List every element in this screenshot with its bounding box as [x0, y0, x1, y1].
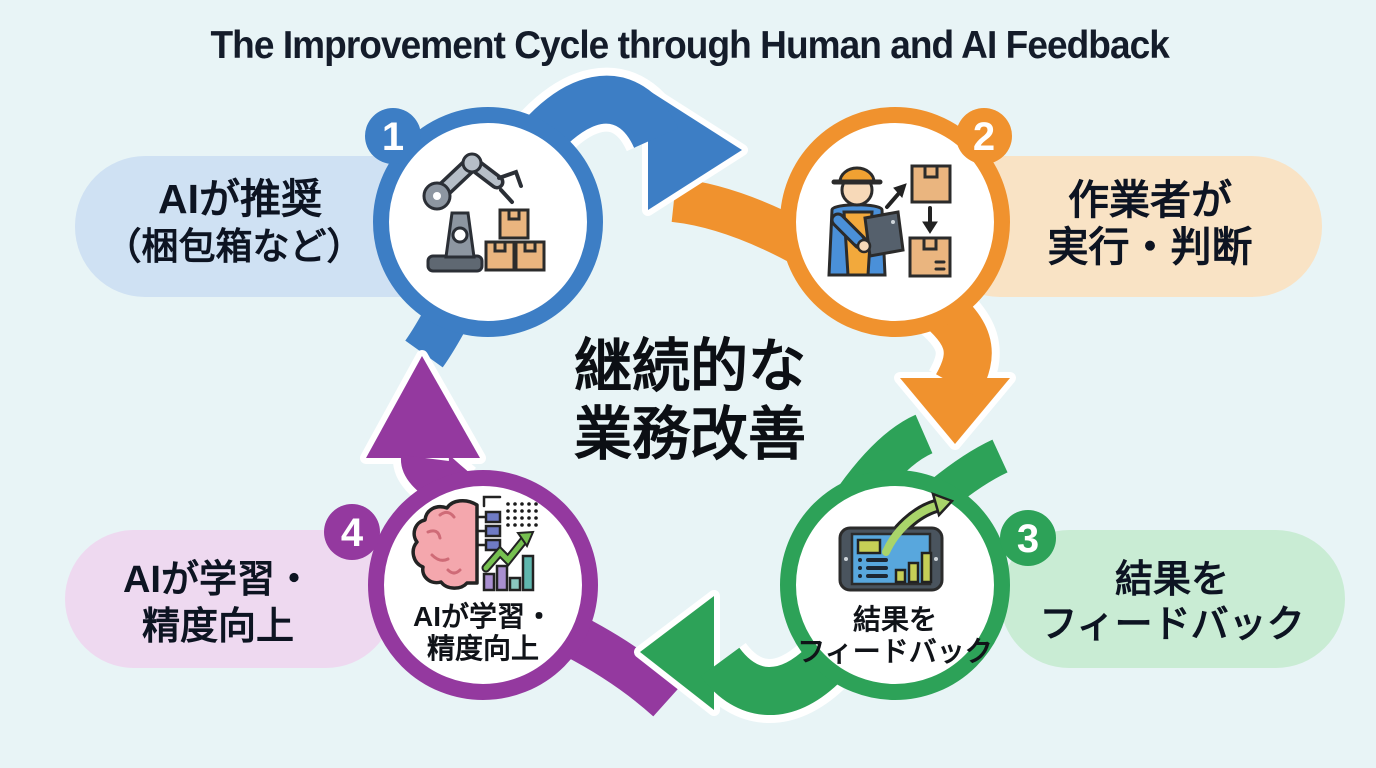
badge-3-number: 3 — [1017, 517, 1039, 561]
circle-step3-label-line1: 結果を — [853, 603, 937, 635]
pill-step1-label-line1: AIが推奨 — [158, 176, 322, 222]
badge-step1: 1 — [365, 108, 421, 164]
boxes — [484, 208, 546, 272]
center-label-line2: 業務改善 — [574, 402, 806, 467]
circle-step4-label-line1: AIが学習・ — [413, 600, 553, 632]
badge-2-number: 2 — [973, 115, 995, 159]
pill-step3-label-line2: フィードバック — [1039, 604, 1304, 646]
pill-step1-label-line2: （梱包箱など） — [105, 226, 364, 267]
list-rows — [858, 558, 888, 578]
badge-1-number: 1 — [382, 115, 404, 159]
circle-step4-label-line2: 精度向上 — [427, 633, 539, 664]
pill-step3-label-line1: 結果を — [1115, 559, 1229, 601]
circle-step1 — [373, 107, 603, 337]
tablet-analytics-icon — [838, 491, 955, 592]
pill-step4 — [65, 530, 395, 668]
worker-with-tablet-and-boxes-icon — [827, 164, 952, 278]
pill-step2-label-line2: 実行・判断 — [1048, 224, 1253, 270]
boxes — [908, 164, 952, 278]
badge-step2: 2 — [956, 108, 1012, 164]
circle-step3-label-line2: フィードバック — [797, 636, 992, 667]
connector-squares — [475, 510, 502, 552]
brain-learning-chart-icon — [411, 495, 538, 592]
pill-step2-label-line1: 作業者が — [1068, 177, 1232, 223]
pill-step2 — [930, 156, 1322, 297]
growth-bars — [482, 554, 535, 592]
badge-step4: 4 — [324, 504, 380, 560]
dot-grid — [506, 502, 538, 527]
flow-arrows — [885, 183, 938, 234]
badge-4-number: 4 — [341, 511, 364, 555]
pill-step4-label-line2: 精度向上 — [142, 606, 294, 648]
badge-step3: 3 — [1000, 510, 1056, 566]
pill-step4-label-line1: AIが学習・ — [123, 558, 313, 601]
center-label-line1: 継続的な — [574, 334, 806, 399]
arrowhead-step3-to-step4 — [634, 590, 720, 716]
pill-step1 — [75, 156, 470, 297]
pill-step3 — [1000, 530, 1345, 668]
brain-folds — [426, 510, 462, 575]
bar-chart — [894, 551, 933, 584]
robot-arm-with-boxes-icon — [422, 152, 546, 273]
page-title: The Improvement Cycle through Human and … — [211, 24, 1171, 67]
